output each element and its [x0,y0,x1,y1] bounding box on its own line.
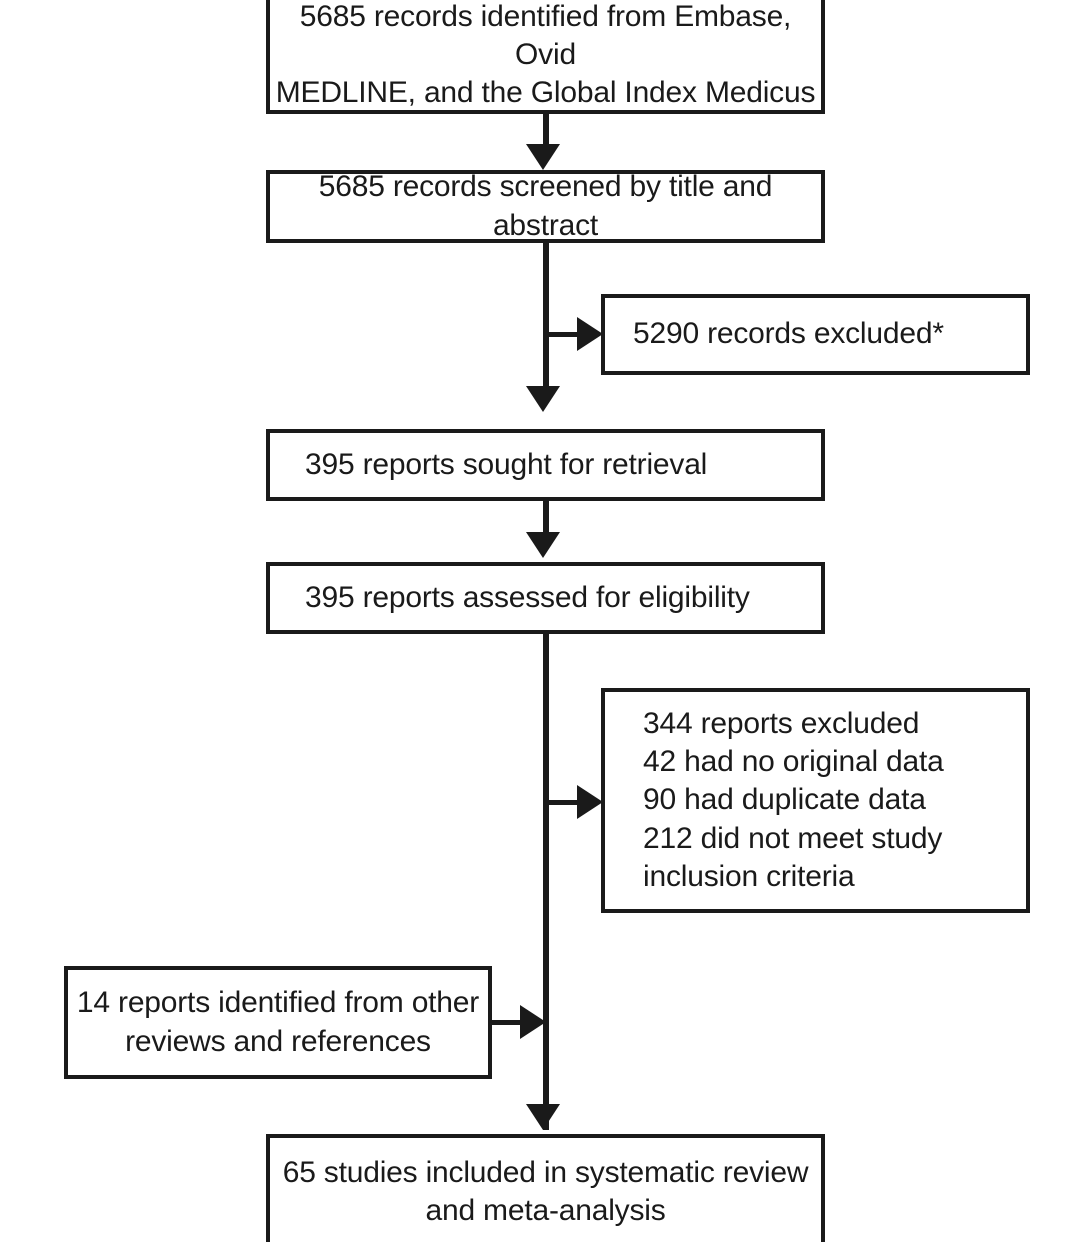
node-records-excluded-label: 5290 records excluded* [633,317,944,351]
connector-assessed-to-included [543,634,549,1130]
node-reports-excluded: 344 reports excluded 42 had no original … [601,688,1030,913]
arrowhead-right-from-other-sources [520,1005,546,1039]
arrowhead-down-to-screened [526,144,560,170]
node-reports-assessed-label: 395 reports assessed for eligibility [305,580,750,614]
node-records-screened-label: 5685 records screened by title and abstr… [318,170,773,242]
node-records-screened: 5685 records screened by title and abstr… [266,170,825,243]
node-reports-other-sources: 14 reports identified from other reviews… [64,966,492,1079]
node-reports-sought-label: 395 reports sought for retrieval [305,447,708,481]
arrowhead-down-to-included [526,1104,560,1130]
node-reports-excluded-label: 344 reports excluded 42 had no original … [643,707,944,893]
connector-identified-to-screened [543,114,549,149]
connector-screened-to-records-excluded [543,332,581,337]
node-reports-other-sources-label: 14 reports identified from other reviews… [76,986,480,1058]
node-records-excluded: 5290 records excluded* [601,294,1030,375]
node-records-identified-label: 5685 records identified from Embase, Ovi… [275,0,816,110]
connector-assessed-to-reports-excluded [543,800,581,805]
arrowhead-down-to-assessed [526,532,560,558]
connector-sought-to-assessed [543,501,549,537]
node-reports-sought: 395 reports sought for retrieval [266,429,825,501]
arrowhead-down-to-sought [526,386,560,412]
connector-screened-to-sought [543,243,549,392]
arrowhead-right-to-records-excluded [577,317,603,351]
node-studies-included-label: 65 studies included in systematic review… [282,1155,809,1227]
connector-other-sources-to-included [492,1020,524,1025]
node-records-identified: 5685 records identified from Embase, Ovi… [266,0,825,114]
node-reports-assessed: 395 reports assessed for eligibility [266,562,825,634]
node-studies-included: 65 studies included in systematic review… [266,1134,825,1242]
arrowhead-right-to-reports-excluded [577,785,603,819]
